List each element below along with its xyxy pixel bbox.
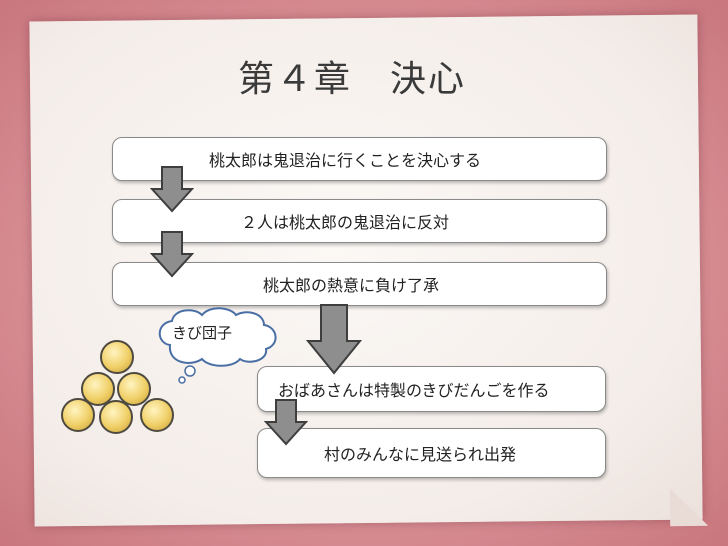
step-box-5: 村のみんなに見送られ出発 [257, 428, 606, 478]
down-arrow-icon-3 [306, 304, 362, 375]
step-label-4: おばあさんは特製のきびだんごを作る [278, 381, 550, 400]
down-arrow-icon-4 [264, 399, 308, 446]
step-label-5: 村のみんなに見送られ出発 [324, 445, 517, 464]
dango-icon [117, 372, 151, 406]
paper-corner-fold [669, 487, 709, 527]
step-box-4: おばあさんは特製のきびだんごを作る [257, 366, 606, 412]
callout-label: きび団子 [172, 324, 233, 342]
dango-icon [99, 400, 133, 434]
dango-icon [100, 340, 134, 374]
down-arrow-icon-1 [150, 166, 194, 213]
dango-icon [61, 398, 95, 432]
step-box-1: 桃太郎は鬼退治に行くことを決心する [112, 137, 607, 181]
step-box-2: ２人は桃太郎の鬼退治に反対 [112, 199, 607, 243]
thought-cloud-icon [158, 307, 277, 384]
slide-title: 第４章 決心 [238, 59, 467, 100]
step-label-1: 桃太郎は鬼退治に行くことを決心する [209, 151, 482, 170]
down-arrow-icon-2 [150, 231, 194, 278]
step-box-3: 桃太郎の熱意に負け了承 [112, 262, 607, 306]
step-label-3: 桃太郎の熱意に負け了承 [263, 276, 440, 295]
step-label-2: ２人は桃太郎の鬼退治に反対 [241, 213, 450, 232]
dango-icon [140, 398, 174, 432]
